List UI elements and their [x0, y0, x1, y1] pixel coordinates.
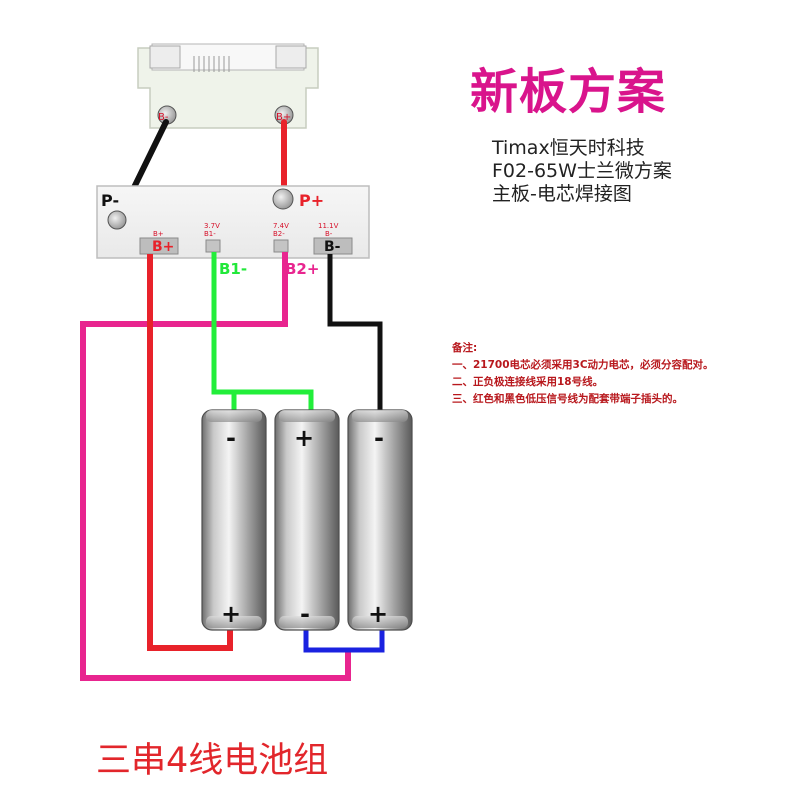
- pad-b-minus-caption: B-: [325, 230, 333, 238]
- magenta-b2-wire: [80, 252, 351, 681]
- cell-2-top-polarity: +: [294, 424, 314, 452]
- p-plus-terminal: [272, 188, 294, 210]
- notes-heading: 备注:: [452, 342, 478, 354]
- pad-b-plus-caption: B+: [153, 230, 164, 238]
- cell-3-top-polarity: -: [374, 424, 384, 452]
- notes-item-3: 三、红色和黑色低压信号线为配套带端子插头的。: [452, 393, 683, 405]
- pad-b-minus-voltage: 11.1V: [318, 222, 339, 230]
- info-line-model: F02-65W士兰微方案: [492, 160, 672, 182]
- cell-2-bottom-polarity: -: [300, 600, 310, 628]
- connector-b-plus-label: B+: [276, 112, 291, 123]
- connector-latch-right: [275, 45, 307, 69]
- red-b-plus-wire: [147, 254, 233, 651]
- pad-b1: [205, 239, 221, 253]
- p-plus-label: P+: [299, 191, 324, 210]
- connector-board: B- B+: [137, 43, 319, 129]
- black-b-minus-wire: [327, 254, 383, 410]
- pad-b-minus: [313, 237, 353, 255]
- footer-title: 三串4线电池组: [96, 741, 329, 781]
- connector-pins: [193, 56, 230, 72]
- notes-block: 备注: 一、21700电芯必须采用3C动力电芯，必须分容配对。 二、正负极连接线…: [452, 340, 714, 408]
- green-b1-wire: [211, 252, 314, 410]
- p-minus-label: P-: [101, 191, 119, 210]
- wire-label-b1: B1-: [219, 260, 247, 278]
- battery-cell-1: - +: [201, 409, 267, 631]
- cell-1-bottom-polarity: +: [221, 600, 241, 628]
- blue-series-link: [303, 620, 385, 653]
- notes-item-2: 二、正负极连接线采用18号线。: [452, 376, 604, 388]
- connector-b-minus-label: B-: [158, 112, 169, 123]
- notes-item-1: 一、21700电芯必须采用3C动力电芯，必须分容配对。: [452, 359, 714, 371]
- battery-cell-3: - +: [347, 409, 413, 631]
- p-minus-terminal: [107, 210, 127, 230]
- cell-1-top-polarity: -: [226, 424, 236, 452]
- pad-b2-voltage: 7.4V: [273, 222, 289, 230]
- info-line-company: Timax恒天时科技: [492, 137, 645, 159]
- info-block: Timax恒天时科技 F02-65W士兰微方案 主板-电芯焊接图: [492, 137, 672, 206]
- headline: 新板方案: [470, 64, 667, 120]
- connector-latch-left: [149, 45, 181, 69]
- pad-b-minus-label: B-: [324, 239, 341, 255]
- wire-label-b2: B2+: [285, 260, 319, 278]
- pad-b2-caption: B2-: [273, 230, 285, 238]
- cell-3-bottom-polarity: +: [368, 600, 388, 628]
- pad-b-plus: [139, 237, 179, 255]
- pad-b2: [273, 239, 289, 253]
- pad-b-plus-label: B+: [152, 239, 174, 255]
- pad-b1-caption: B1-: [204, 230, 216, 238]
- pad-b1-voltage: 3.7V: [204, 222, 220, 230]
- bms-board: P- P+ B+ B+ 3.7V B1- 7.4V B2- 11.1V B- B…: [96, 185, 370, 259]
- info-line-subtitle: 主板-电芯焊接图: [492, 183, 632, 205]
- battery-cell-2: + -: [274, 409, 340, 631]
